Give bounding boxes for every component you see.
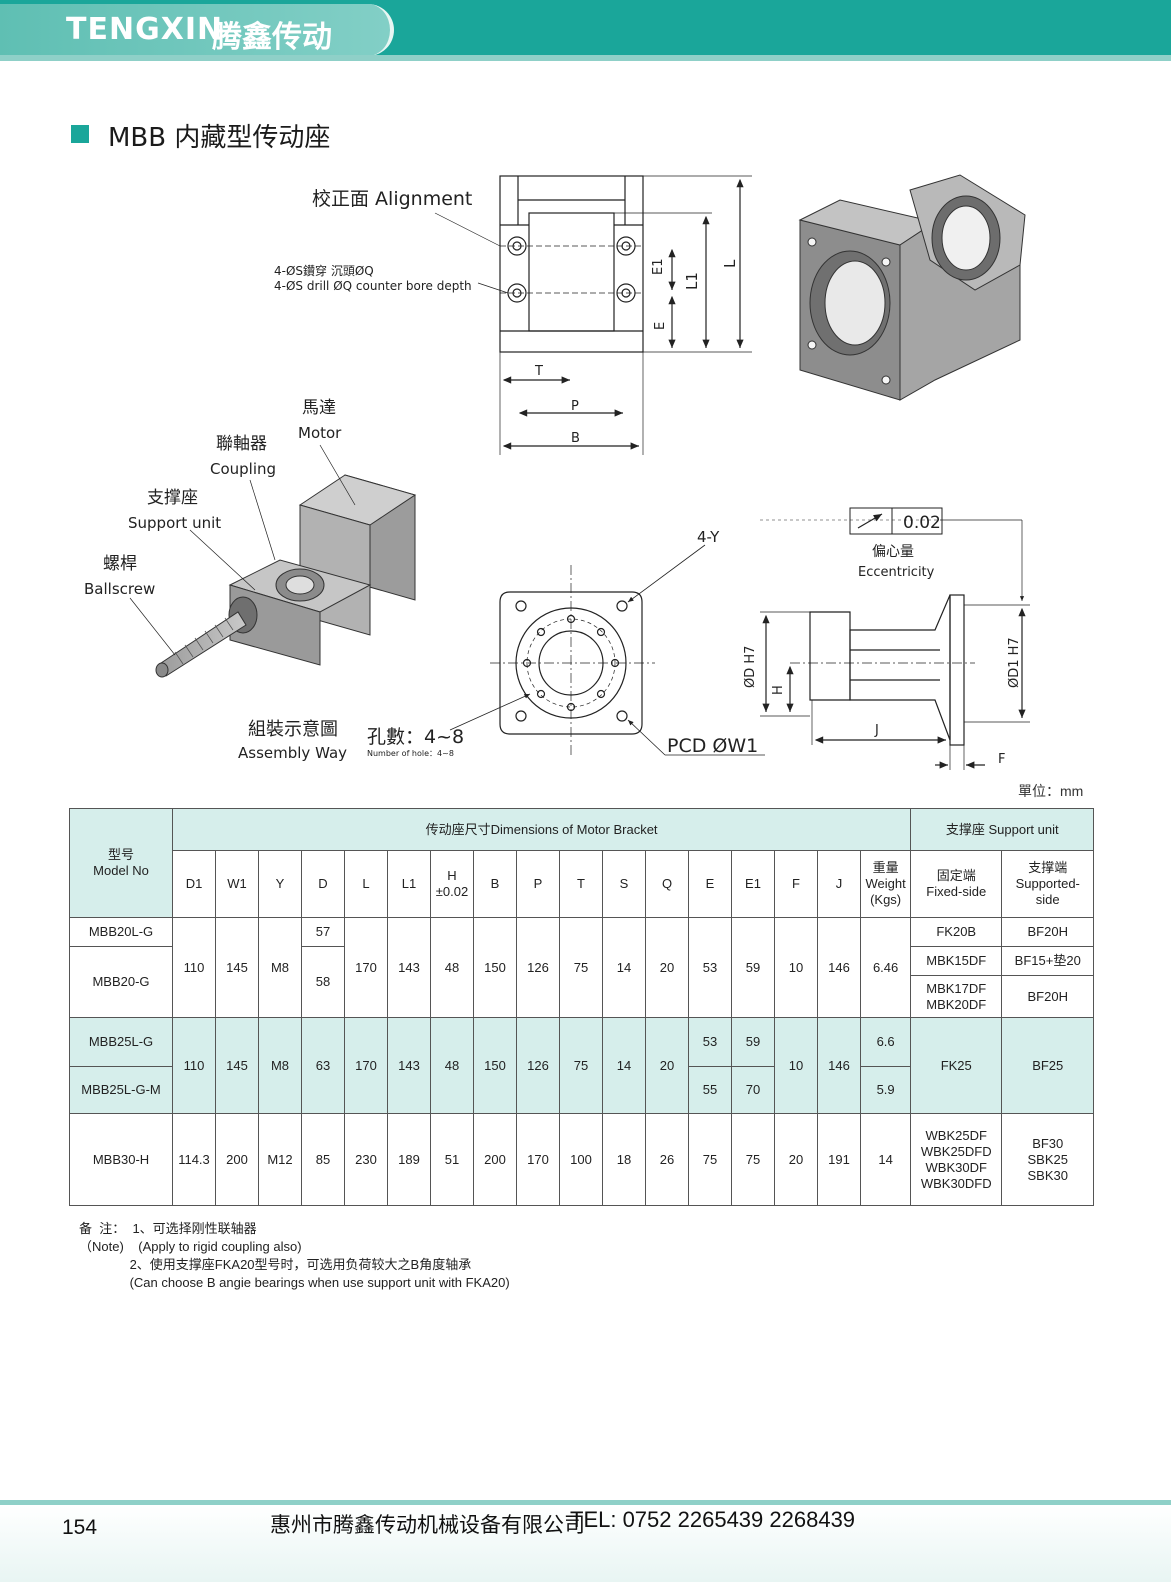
- table-row: MBB30-H 114.3 200 M12 85 230 189 51 200 …: [69, 1113, 1095, 1206]
- motor-label-en: Motor: [298, 424, 342, 442]
- col-header: Q: [645, 850, 689, 918]
- title-square-icon: [71, 125, 89, 143]
- assembly-render: [155, 474, 417, 678]
- col-header: E: [688, 850, 732, 918]
- table-row: MBB20-G 58 MBK15DF BF15+垫20: [69, 946, 1095, 1018]
- col-header: T: [559, 850, 603, 918]
- col-header: D: [301, 850, 345, 918]
- eccentricity-label-en: Eccentricity: [858, 565, 935, 580]
- dim-l1-label: L1: [683, 272, 701, 290]
- drill-label-cn: 4-ØS鑽穿 沉頭ØQ: [274, 263, 374, 278]
- notes: 备 注： 1、可选择刚性联轴器 （Note) (Apply to rigid c…: [79, 1221, 510, 1290]
- assembly-label-en: Assembly Way: [238, 744, 347, 762]
- alignment-label: 校正面 Alignment: [312, 188, 472, 210]
- assembly-label-cn: 組裝示意圖: [248, 719, 338, 740]
- col-header: L: [344, 850, 388, 918]
- dim-d-h7-label: ØD H7: [743, 646, 758, 688]
- coupling-label-en: Coupling: [210, 460, 276, 478]
- dim-b-label: B: [571, 431, 580, 446]
- assembly-threads: [174, 617, 234, 665]
- col-header: D1: [172, 850, 216, 918]
- header-dims-group: 传动座尺寸Dimensions of Motor Bracket: [171, 808, 912, 851]
- motor-label-cn: 馬達: [302, 398, 336, 418]
- col-header: F: [774, 850, 818, 918]
- tolerance-value: 0.02: [903, 513, 941, 533]
- telephone: TEL: 0752 2265439 2268439: [570, 1507, 856, 1532]
- assembly-leaders: [129, 444, 356, 656]
- bracket-top-view: [434, 175, 752, 455]
- holes-label-en: Number of hole：4~8: [367, 749, 454, 758]
- coupling-label-cn: 聯軸器: [216, 434, 267, 454]
- bracket-side-view: [760, 507, 1030, 770]
- dim-d1-h7-label: ØD1 H7: [1007, 637, 1022, 688]
- y-holes-label: 4-Y: [697, 528, 720, 546]
- brand-name-cn: 腾鑫传动: [212, 20, 332, 55]
- col-header: S: [602, 850, 646, 918]
- col-header: E1: [731, 850, 775, 918]
- col-header: W1: [215, 850, 259, 918]
- holes-label-cn: 孔數：4~8: [367, 726, 464, 748]
- eccentricity-label-cn: 偏心量: [872, 544, 914, 560]
- header-tab: [0, 4, 394, 56]
- header-support-group: 支撑座 Support unit: [910, 808, 1095, 851]
- table-row: MBB20L-G 110 145 M8 57 170 143 48 150 12…: [69, 917, 1095, 1018]
- dim-p-label: P: [571, 399, 579, 414]
- pcd-label: PCD ØW1: [667, 735, 758, 757]
- bracket-3d-render: [798, 174, 1026, 401]
- col-header: Y: [258, 850, 302, 918]
- col-header: L1: [387, 850, 431, 918]
- dim-e-label: E: [653, 322, 668, 330]
- ballscrew-label-en: Ballscrew: [84, 580, 155, 598]
- brand-logo: TENGXIN: [66, 12, 224, 47]
- footer-line: [0, 1500, 1171, 1505]
- col-header: P: [516, 850, 560, 918]
- dim-j-label: J: [874, 723, 879, 738]
- table-row: MBB25L-G 110 145 M8 63 170 143 48 150 12…: [69, 1017, 1095, 1114]
- ballscrew-label-cn: 螺桿: [103, 554, 137, 574]
- col-header: B: [473, 850, 517, 918]
- header-line: [0, 55, 1171, 61]
- dim-f-label: F: [998, 752, 1005, 767]
- col-header: J: [817, 850, 861, 918]
- col-header-h: H±0.02: [430, 850, 474, 918]
- dim-l-label: L: [721, 259, 739, 268]
- support-label-en: Support unit: [128, 514, 221, 532]
- dim-h-label: H: [771, 685, 786, 695]
- page-title: MBB 内藏型传动座: [108, 123, 331, 153]
- flange-front-view: [449, 544, 765, 756]
- page-number: 154: [62, 1516, 98, 1539]
- dim-e1-label: E1: [651, 259, 666, 276]
- drill-label-en: 4-ØS drill ØQ counter bore depth: [274, 279, 472, 293]
- support-label-cn: 支撑座: [147, 488, 198, 508]
- technical-drawing: 校正面 Alignment 4-ØS鑽穿 沉頭ØQ 4-ØS drill ØQ …: [84, 174, 1030, 770]
- footer-band: [0, 1505, 1171, 1582]
- company-name: 惠州市腾鑫传动机械设备有限公司: [270, 1514, 585, 1537]
- units-label: 單位：mm: [1018, 783, 1084, 799]
- dim-t-label: T: [534, 364, 543, 379]
